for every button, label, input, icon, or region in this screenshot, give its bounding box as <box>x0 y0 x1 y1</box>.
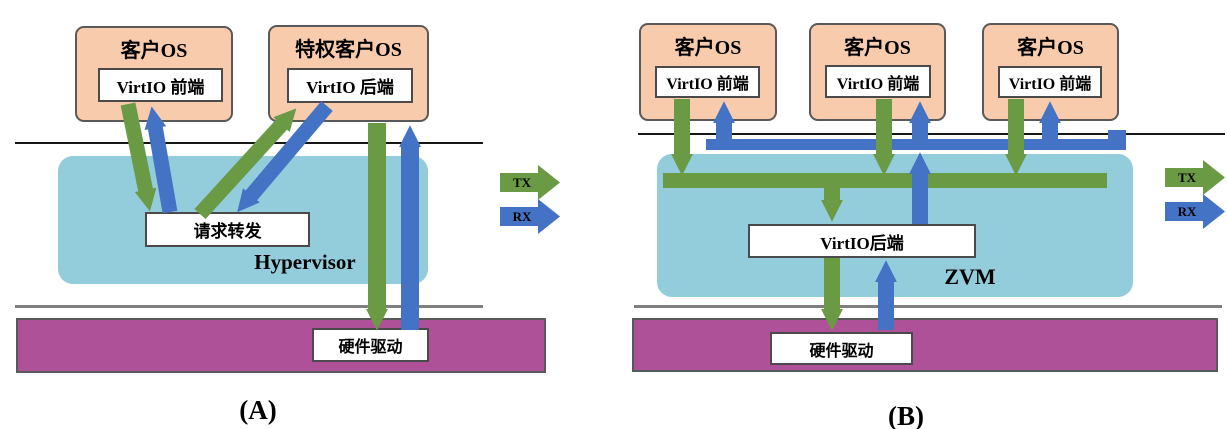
b-rx-bus-end-stub <box>1108 130 1126 141</box>
b-guest-os-title-3: 客户OS <box>1017 36 1084 59</box>
a-hypervisor-label: Hypervisor <box>254 249 356 274</box>
b-hardware-bar <box>632 318 1218 372</box>
b-guest-os-title-2: 客户OS <box>844 36 911 59</box>
a-virtio-backend-box: VirtIO 后端 <box>287 68 413 103</box>
a-caption: (A) <box>239 394 277 425</box>
b-virtio-frontend-box-2: VirtIO 前端 <box>825 65 931 98</box>
b-zvm-hardware-divider <box>634 305 1222 308</box>
b-tx-bus <box>663 173 1107 188</box>
b-virtio-frontend-box-3: VirtIO 前端 <box>998 66 1102 98</box>
a-legend-rx-label: RX <box>513 209 532 224</box>
a-privileged-guest-os-title: 特权客户OS <box>295 38 402 61</box>
b-legend-rx-arrow: RX <box>1165 194 1225 229</box>
b-hardware-driver-box: 硬件驱动 <box>770 332 913 365</box>
b-caption: (B) <box>888 400 924 429</box>
a-legend-rx-arrow: RX <box>500 199 560 234</box>
b-legend-rx-label: RX <box>1178 204 1197 219</box>
b-guest-zvm-divider <box>638 133 1225 135</box>
a-virtio-frontend-box: VirtIO 前端 <box>98 68 223 102</box>
b-rx-bus <box>706 139 1126 150</box>
b-legend-tx-label: TX <box>1178 170 1197 185</box>
a-hardware-driver-box: 硬件驱动 <box>312 328 429 362</box>
b-zvm-label: ZVM <box>944 264 996 289</box>
a-guest-hypervisor-divider <box>15 142 483 144</box>
a-guest-os-title: 客户OS <box>120 39 188 62</box>
a-request-forwarding-box: 请求转发 <box>145 212 310 247</box>
b-guest-os-title-1: 客户OS <box>674 36 742 59</box>
b-legend-tx-arrow: TX <box>1165 160 1225 195</box>
b-virtio-backend-box: VirtIO后端 <box>748 224 976 258</box>
a-legend-tx-label: TX <box>513 175 532 190</box>
a-hypervisor-hardware-divider <box>15 305 483 308</box>
a-legend-tx-arrow: TX <box>500 165 560 200</box>
a-hardware-bar <box>16 318 546 373</box>
b-virtio-frontend-box-1: VirtIO 前端 <box>655 66 760 98</box>
